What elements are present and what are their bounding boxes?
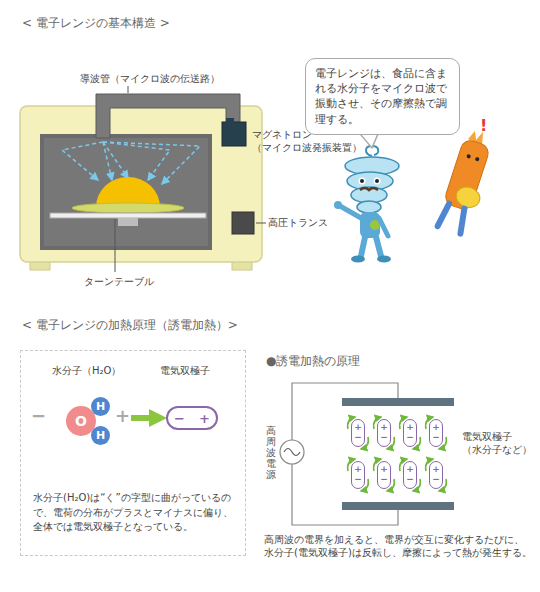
node-text: + [404,422,416,432]
node-text: − [430,432,442,442]
node-text: H [91,426,110,445]
node-text: + [378,422,390,432]
electrode-plate [342,502,454,510]
rotation-arrows [348,417,447,491]
dipole-symbol: +− [429,419,443,447]
part-label: 高圧トランス [268,216,328,229]
node-text: + [404,464,416,474]
node-text: − [174,412,185,425]
mascot-character [334,146,399,263]
leader-line [115,219,116,272]
dipole-symbol: +− [403,419,417,447]
section-heading: < 電子レンジの基本構造 > [22,16,170,32]
dipole-symbol: +− [377,419,391,447]
dashed-panel: 水分子(H₂O)は“く”の字型に曲がっているので、電荷の分布がプラスとマイナスに… [20,350,246,556]
leader-line [256,223,266,224]
node-text: − [404,474,416,484]
microwave-oven [20,86,266,272]
node-text: + [430,464,442,474]
electrode-plate [342,398,454,406]
node-text: + [430,422,442,432]
part-label: ターンテーブル [84,275,154,288]
node-text: + [378,464,390,474]
mascot-character [436,127,500,236]
dipole-symbol: +− [429,461,443,489]
exclamation-mark: ! [480,116,487,137]
part-label: 水分子（H₂O） [52,364,121,377]
node-text: 電子レンジは、食品に含まれる水分子をマイクロ波で振動させ、その摩擦熱で調理する。 [315,66,450,127]
node-text: − [352,432,364,442]
part-label: 導波管（マイクロ波の伝送路） [80,72,220,85]
dipole-symbol: +− [377,461,391,489]
dipole-capsule: −+ [166,406,218,430]
node-text: − [404,432,416,442]
dipole-symbol: +− [351,419,365,447]
bubble-tail [360,134,378,148]
description-text: 高周波の電界を加えると、電界が交互に変化するたびに、水分子(電気双極子)は反転し… [264,533,532,559]
node-text: + [199,412,210,425]
speech-bubble: 電子レンジは、食品に含まれる水分子をマイクロ波で振動させ、その摩擦熱で調理する。 [305,58,460,135]
part-label: 電気双極子 [160,364,210,377]
dipole-symbol: +− [351,461,365,489]
section-heading: ●誘電加熱の原理 [266,354,360,370]
charge-sign: + [114,407,131,425]
node-text: − [378,432,390,442]
node-text: + [352,464,364,474]
node-text: − [378,474,390,484]
dipole-symbol: +− [403,461,417,489]
vertical-label: 高周波電源 [266,425,276,480]
node-text: 水分子(H₂O)は“く”の字型に曲がっているので、電荷の分布がプラスとマイナスに… [33,491,233,535]
water-molecule: OHH [66,397,112,445]
node-text: H [91,397,110,416]
part-label: 電気双極子（水分子など） [462,430,536,456]
leader-line [128,86,129,93]
charge-sign: − [30,407,47,425]
node-text: + [352,422,364,432]
node-text: − [430,474,442,484]
section-heading: < 電子レンジの加熱原理（誘電加熱）> [22,318,238,334]
node-text: − [352,474,364,484]
